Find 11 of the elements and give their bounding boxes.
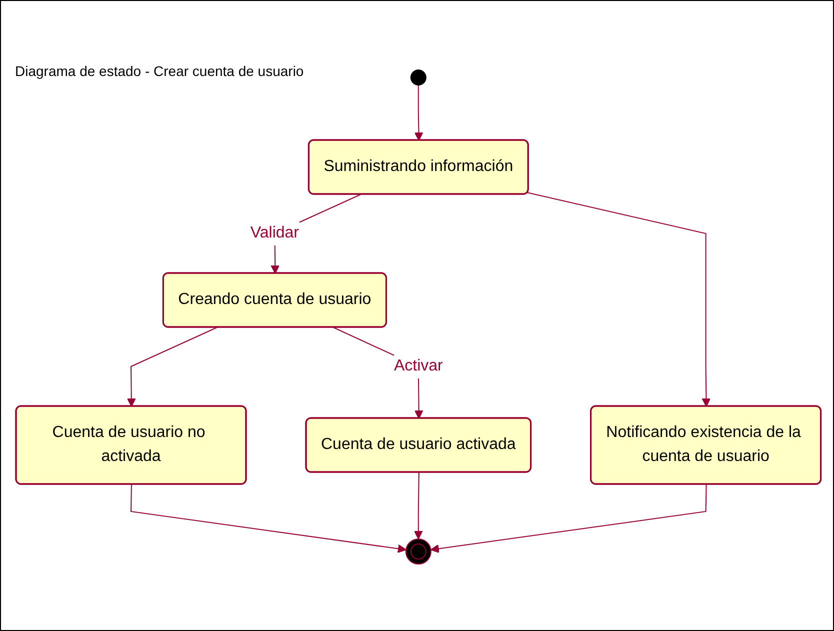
- arrow: [430, 484, 706, 553]
- arrow: [126, 326, 217, 406]
- edge-label: Activar: [394, 357, 442, 374]
- node-circle: [410, 69, 426, 85]
- arrow: [414, 472, 422, 539]
- diagram-title: Diagrama de estado - Crear cuenta de usuario: [15, 63, 304, 79]
- arrow: [414, 84, 423, 140]
- node-circle: [405, 538, 431, 564]
- arrow: [130, 484, 406, 553]
- arrow: [526, 192, 710, 406]
- edge-label: Validar: [250, 224, 299, 241]
